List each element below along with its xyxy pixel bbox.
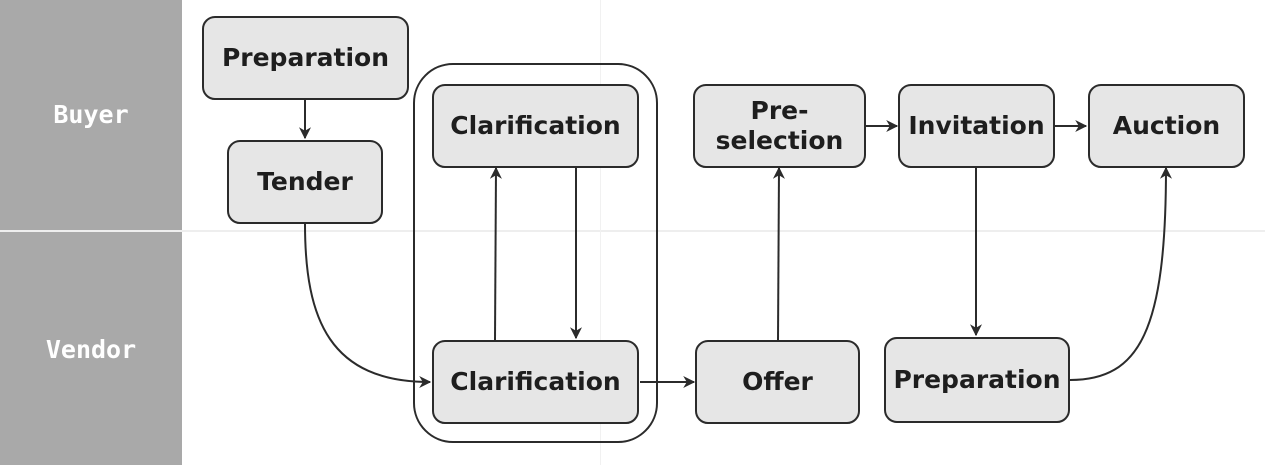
lane-label-vendor: Vendor [45,335,137,364]
node-offer: Offer [695,340,860,424]
edge-vendor-to-buyer-clarification [489,166,502,341]
lane-label-column [0,0,182,465]
lane-divider-horizontal [0,230,1265,232]
column-divider [600,0,601,465]
edge-vendor-preparation-to-auction [1069,166,1172,381]
node-auction: Auction [1088,84,1245,168]
edge-offer-to-preselection [772,166,785,341]
lane-label-buyer: Buyer [53,100,129,129]
node-pre-selection: Pre- selection [693,84,866,168]
node-tender: Tender [227,140,383,224]
node-buyer-clarification: Clarification [432,84,639,168]
node-vendor-preparation: Preparation [884,337,1070,423]
pre-selection-line-1: Pre- [750,95,809,125]
node-buyer-preparation: Preparation [202,16,409,100]
edge-tender-to-vendor-clarification [304,223,432,388]
clarification-group [413,63,658,443]
pre-selection-line-2: selection [715,126,844,155]
node-invitation: Invitation [898,84,1055,168]
node-vendor-clarification: Clarification [432,340,639,424]
